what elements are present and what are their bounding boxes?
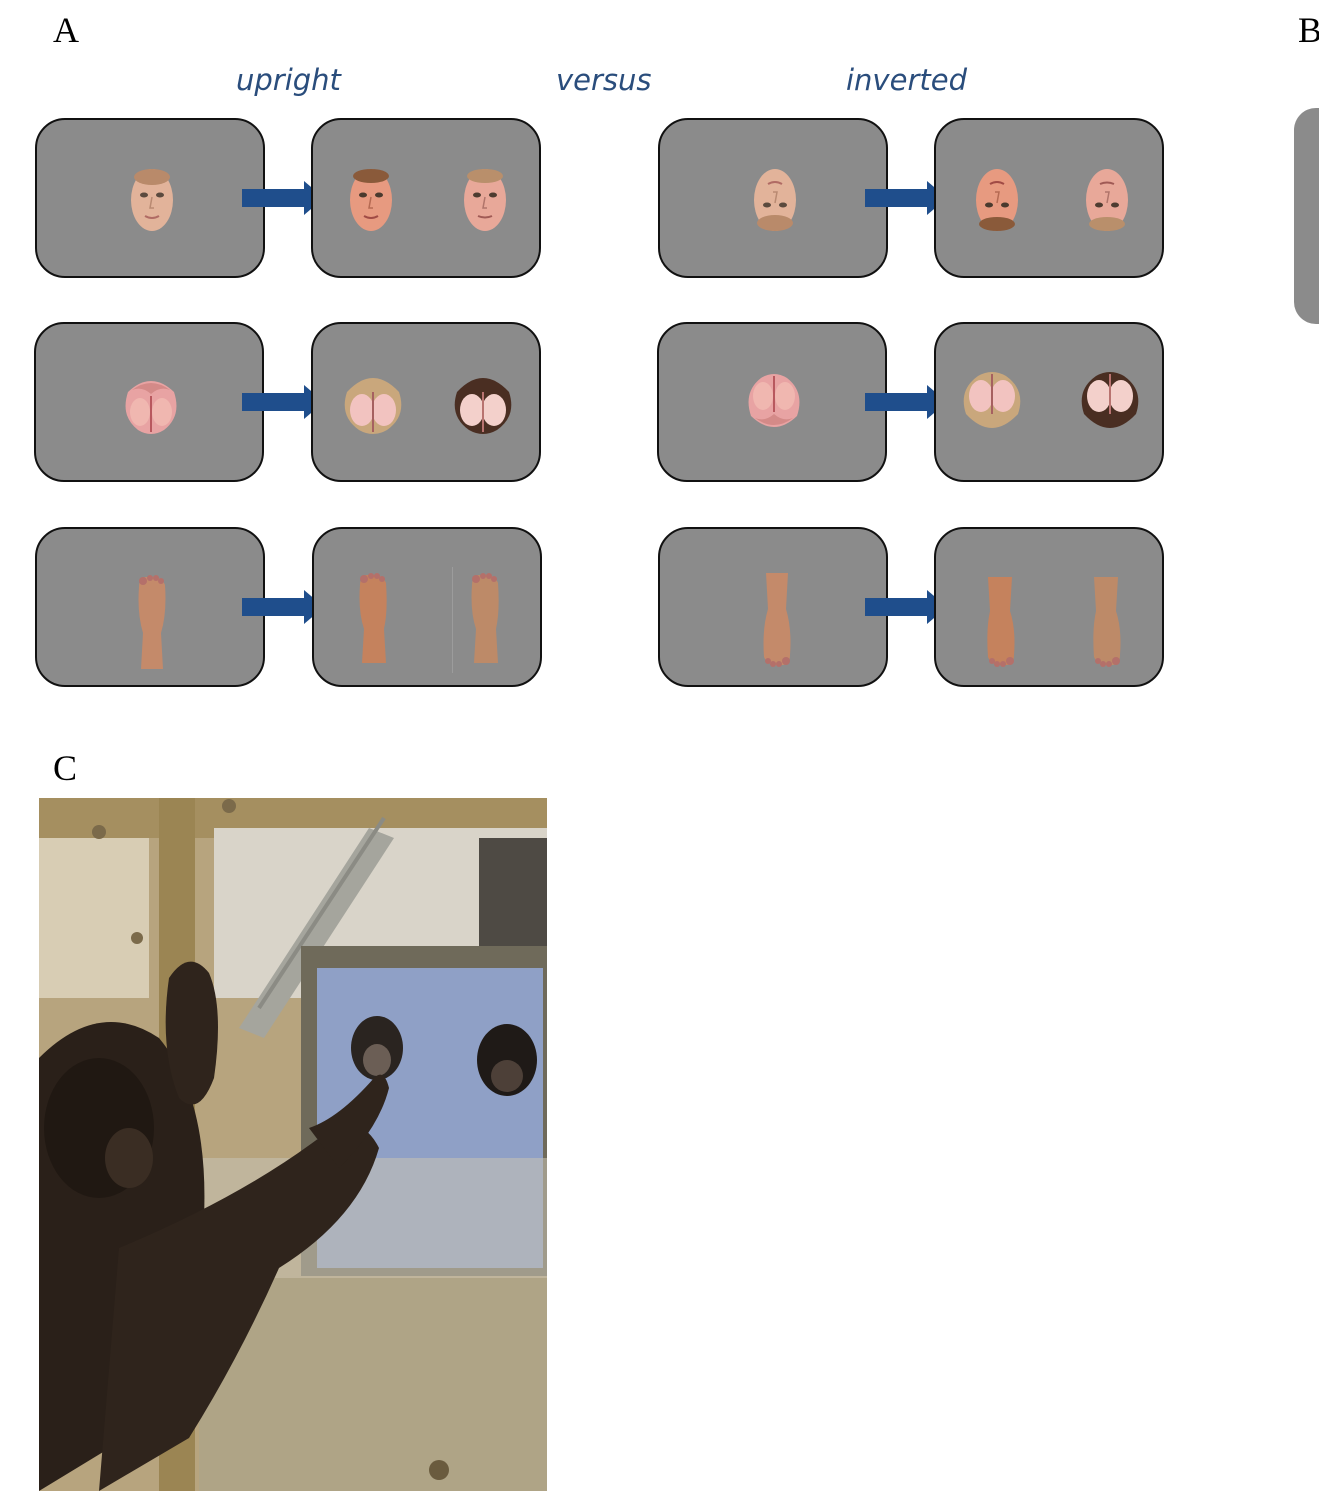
chimp-rear-icon: [454, 378, 512, 434]
upright-rear-choice-screen: [311, 322, 541, 482]
chimp-rear-icon: [748, 374, 800, 427]
chimp-rear-icon: [344, 378, 402, 434]
inverted-rear-sample-screen: [657, 322, 887, 482]
face-icon: [131, 169, 173, 231]
header-inverted: inverted: [846, 63, 967, 97]
panel-b-screen-fragment: [1294, 108, 1319, 324]
foot-icon: [138, 575, 166, 669]
chimpanzee-touchscreen-photo: [39, 798, 547, 1491]
foot-icon: [763, 573, 791, 667]
face-icon: [754, 169, 796, 231]
inverted-face-sample-screen: [658, 118, 888, 278]
upright-rear-sample-screen: [34, 322, 264, 482]
foot-icon: [987, 577, 1015, 667]
header-versus: versus: [556, 63, 652, 97]
foot-icon: [1093, 577, 1121, 667]
panel-label-a: A: [53, 10, 79, 50]
header-upright: upright: [236, 63, 341, 97]
panel-label-c: C: [53, 748, 78, 788]
face-icon: [976, 169, 1018, 231]
inverted-face-choice-screen: [934, 118, 1164, 278]
inverted-rear-choice-screen: [934, 322, 1164, 482]
upright-foot-choice-screen: [312, 527, 542, 687]
upright-face-sample-screen: [35, 118, 265, 278]
inverted-foot-sample-screen: [658, 527, 888, 687]
chimp-rear-icon: [963, 372, 1021, 428]
panel-label-b: B: [1298, 10, 1319, 50]
face-icon: [464, 169, 506, 231]
chimp-rear-icon: [1081, 372, 1139, 428]
face-icon: [1086, 169, 1128, 231]
upright-foot-sample-screen: [35, 527, 265, 687]
chimp-rear-icon: [125, 381, 177, 434]
upright-face-choice-screen: [311, 118, 541, 278]
foot-icon: [471, 573, 499, 663]
foot-icon: [359, 573, 387, 663]
face-icon: [350, 169, 392, 231]
inverted-foot-choice-screen: [934, 527, 1164, 687]
